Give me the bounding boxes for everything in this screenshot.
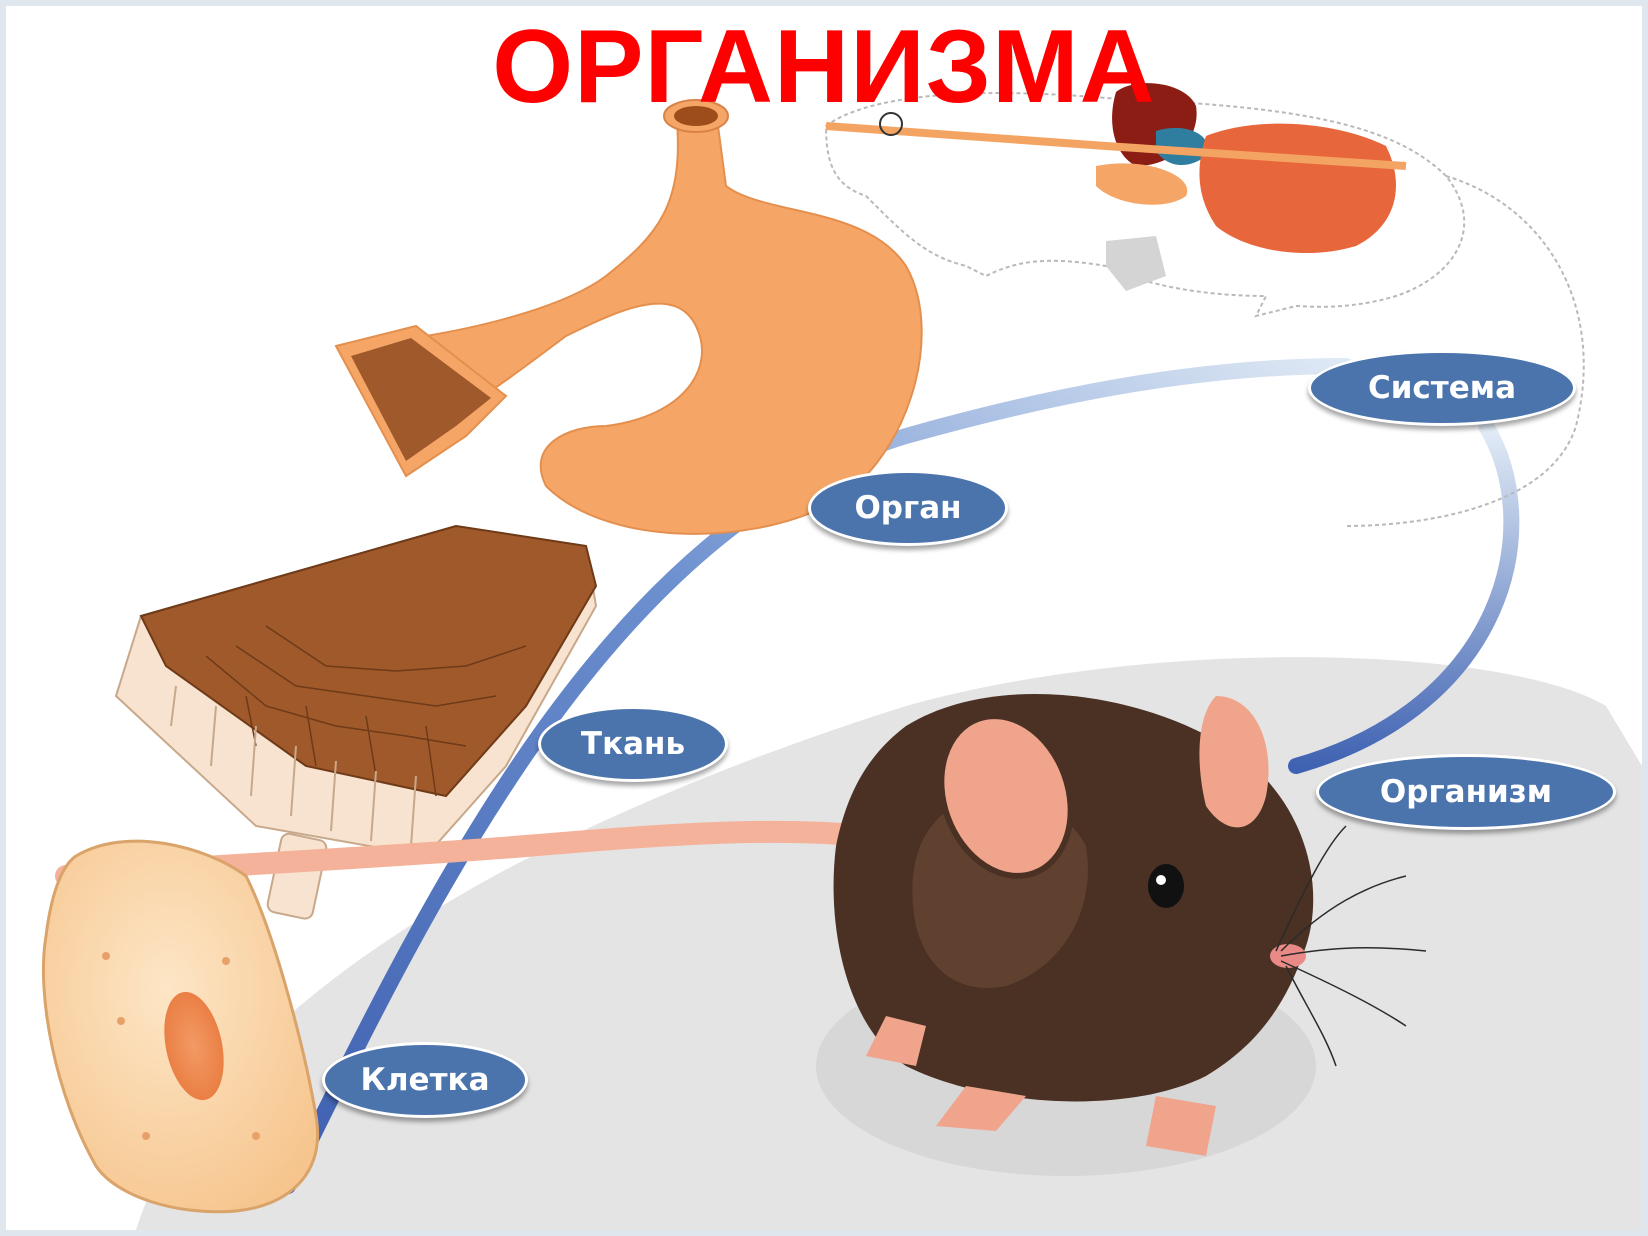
label-cell: Клетка [322, 1042, 528, 1118]
slide-title: ОРГАНИЗМА [6, 10, 1642, 124]
stomach [336, 100, 922, 534]
levels-diagram [6, 6, 1642, 1230]
label-tissue: Ткань [538, 706, 728, 782]
label-organism: Организм [1316, 754, 1616, 830]
slide: ОРГАНИЗМА Клетка Ткань Орган Система Орг… [6, 6, 1642, 1230]
label-system: Система [1308, 350, 1576, 426]
label-organ: Орган [808, 470, 1008, 546]
